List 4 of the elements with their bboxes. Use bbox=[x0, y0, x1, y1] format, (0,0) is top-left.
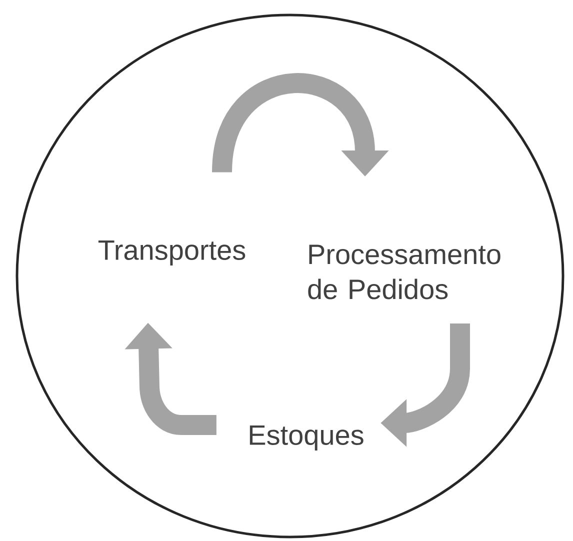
node-label: Estoques bbox=[250, 425, 364, 451]
node-label: Processamento de Pedidos bbox=[308, 244, 500, 300]
circle-outline bbox=[16, 14, 564, 538]
node-label: Transportes bbox=[98, 240, 246, 266]
